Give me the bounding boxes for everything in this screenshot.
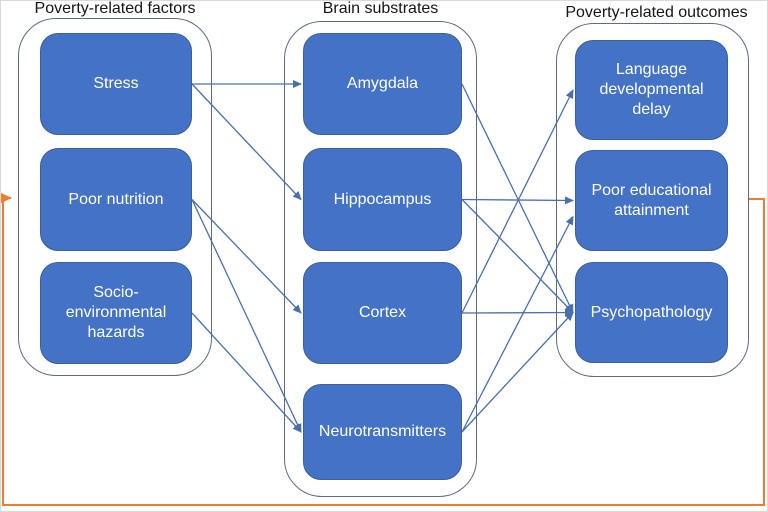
heading-poverty-related-factors: Poverty-related factors (34, 0, 196, 17)
node-neurotransmitters: Neurotransmitters (303, 384, 462, 480)
heading-brain-substrates: Brain substrates (322, 0, 439, 17)
node-stress: Stress (40, 33, 192, 135)
node-poor-nutrition: Poor nutrition (40, 148, 192, 251)
heading-poverty-related-outcomes: Poverty-related outcomes (565, 4, 748, 21)
node-poor-educational-attainment: Poor educational attainment (575, 150, 728, 251)
node-language-developmental-delay: Language developmental delay (575, 40, 728, 140)
node-cortex: Cortex (303, 262, 462, 364)
node-socio-environmental-hazards: Socio- environmental hazards (40, 262, 192, 364)
node-psychopathology: Psychopathology (575, 262, 728, 363)
node-amygdala: Amygdala (303, 33, 462, 135)
node-hippocampus: Hippocampus (303, 148, 462, 251)
